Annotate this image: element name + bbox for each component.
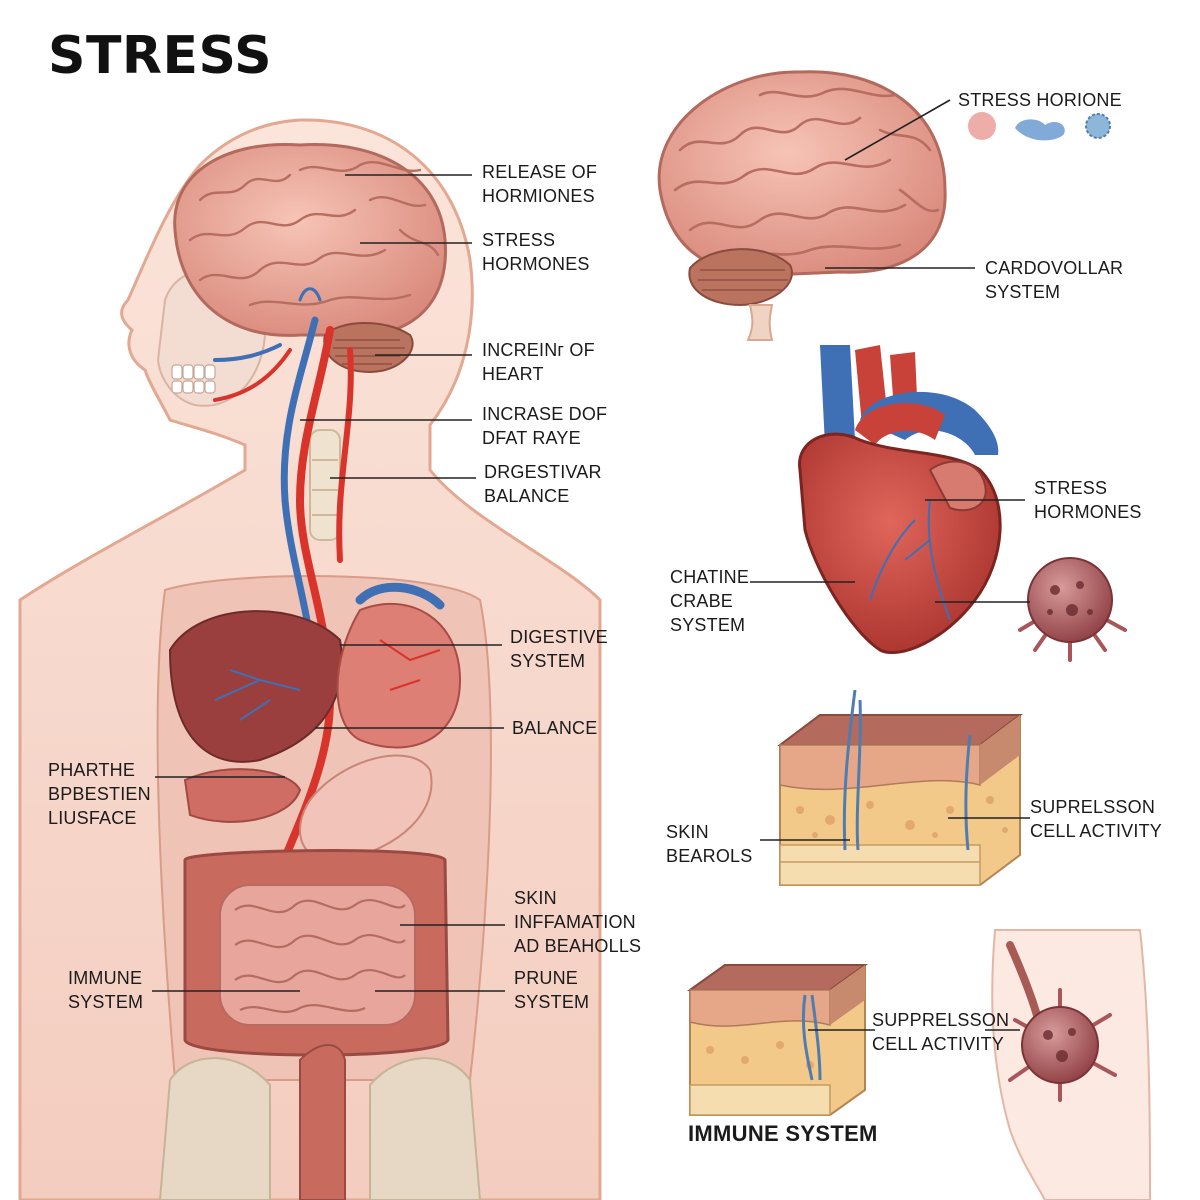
label-stress-hormones-body: STRESS HORMONES [482, 230, 590, 274]
liver [168, 610, 343, 763]
caption-immune-system: IMMUNE SYSTEM [688, 1121, 878, 1146]
stomach [336, 602, 462, 749]
label-stress-hormones-heart: STRESS HORMONES [1034, 478, 1142, 522]
label-pharthe: PHARTHE BPBESTIEN LIUSFACE [48, 760, 151, 828]
pelvis [158, 1044, 482, 1200]
label-suprelsson-upper: SUPRELSSON CELL ACTIVITY [1030, 797, 1162, 841]
intestines [183, 849, 450, 1057]
page-title: STRESS [48, 26, 273, 86]
label-suprelsson-lower: SUPPRELSSON CELL ACTIVITY [872, 1010, 1010, 1054]
pancreas [183, 754, 433, 862]
label-immune-system-body: IMMUNE SYSTEM [68, 968, 144, 1012]
hormone-molecule-icon [968, 112, 1111, 141]
heart-icon [798, 345, 1002, 655]
blood-vessels [213, 287, 445, 874]
label-cardovollar-system: CARDOVOLLAR SYSTEM [985, 258, 1124, 302]
leader-lines [152, 99, 1030, 1031]
label-incrase-dof: INCRASE DOF DFAT RAYE [482, 404, 608, 448]
label-digestive-system: DIGESTIVE SYSTEM [510, 627, 608, 671]
label-balance: BALANCE [512, 718, 598, 738]
label-skin-bearols: SKIN BEAROLS [666, 822, 753, 866]
immune-cell-icon [1018, 557, 1127, 662]
label-prune-system: PRUNE SYSTEM [514, 968, 590, 1012]
immune-cell-icon [991, 929, 1151, 1200]
label-release-of-hormones: RELEASE OF HORMIONES [482, 162, 598, 206]
brain-icon [657, 70, 947, 341]
label-drgestivar-balance: DRGESTIVAR BALANCE [484, 462, 602, 506]
label-increin-of-heart: INCREINг OF HEART [482, 340, 595, 384]
skin-tissue-icon [686, 964, 869, 1116]
teeth [171, 364, 216, 394]
skin-tissue-icon [777, 689, 1023, 886]
label-skin-inffamation: SKIN INFFAMATION AD BEAHOLLS [514, 888, 642, 956]
label-stress-horione: STRESS HORIONE [958, 90, 1122, 110]
label-chatine-crabe: CHATINE CRABE SYSTEM [670, 567, 750, 635]
